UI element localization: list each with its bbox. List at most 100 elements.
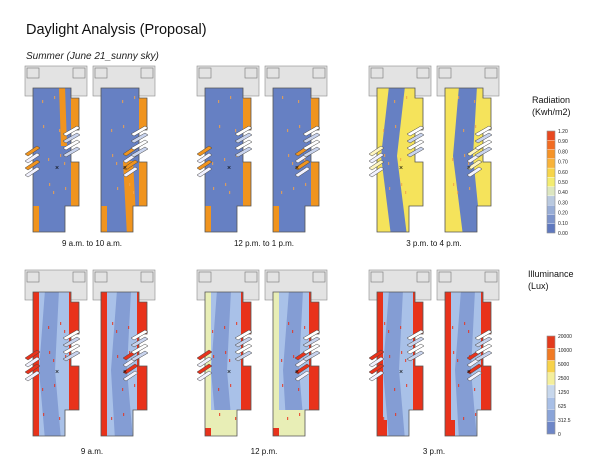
speckle — [304, 326, 306, 329]
speckle — [388, 162, 390, 165]
stair-step — [24, 370, 41, 382]
stair-step — [368, 349, 385, 361]
speckle — [282, 96, 284, 99]
context-room — [416, 67, 430, 79]
stair-stripes — [466, 125, 493, 178]
hotspot — [445, 420, 455, 436]
stair-step — [302, 336, 321, 348]
high-radiation-edge — [311, 88, 319, 232]
speckle — [401, 183, 403, 186]
legend-swatch — [546, 205, 556, 215]
plan-outline — [272, 291, 320, 437]
stair-step — [196, 145, 213, 157]
context-room — [484, 271, 498, 283]
center-marker: × — [55, 165, 59, 172]
floor-plan-panel: × — [368, 65, 432, 233]
speckle — [225, 351, 227, 354]
center-marker: × — [227, 369, 231, 376]
speckle — [457, 191, 459, 194]
speckle — [458, 96, 460, 99]
stair-step — [122, 363, 139, 375]
stair-step — [130, 329, 149, 341]
high-radiation-strip — [59, 88, 67, 146]
speckle — [225, 183, 227, 186]
low-illuminance-band — [39, 292, 61, 436]
speckle — [406, 96, 408, 99]
stair-step — [196, 159, 213, 171]
stair-step — [474, 350, 493, 362]
context-room — [94, 271, 108, 283]
floor-plan-panel: × — [436, 269, 500, 437]
speckle — [406, 384, 408, 387]
stair-step — [196, 363, 213, 375]
stair-step — [122, 370, 139, 382]
stair-step — [406, 132, 425, 144]
stair-step — [62, 336, 81, 348]
stair-step — [368, 159, 385, 171]
stair-stripes — [294, 329, 321, 382]
legend-swatch — [546, 348, 556, 361]
legend-swatch — [546, 421, 556, 435]
stair-step — [122, 159, 139, 171]
speckle — [288, 322, 290, 325]
speckle — [405, 191, 407, 194]
left-illuminance-edge — [377, 292, 383, 436]
speckle — [218, 388, 220, 391]
high-radiation-edge — [139, 88, 147, 232]
stair-step — [368, 152, 385, 164]
legend-swatch — [546, 177, 556, 187]
speckle — [48, 158, 50, 161]
stair-step — [130, 139, 149, 151]
legend-tick-label: 312.5 — [558, 418, 571, 424]
illuminance-scale-title: Illuminance (Lux) — [528, 268, 574, 292]
stair-step — [24, 356, 41, 368]
stair-step — [234, 139, 253, 151]
context-room — [198, 271, 212, 283]
speckle — [64, 330, 66, 333]
speckle — [395, 413, 397, 416]
stair-step — [62, 125, 81, 137]
speckle — [235, 417, 237, 420]
stair-step — [466, 166, 483, 178]
stair-step — [130, 132, 149, 144]
speckle — [49, 351, 51, 354]
stair-step — [130, 125, 149, 137]
analysis-fill — [377, 88, 423, 232]
stair-stripes — [466, 329, 493, 382]
speckle — [60, 154, 62, 157]
stair-step — [196, 166, 213, 178]
stair-step — [474, 329, 493, 341]
stair-step — [196, 152, 213, 164]
left-illuminance-edge — [273, 292, 279, 436]
speckle — [281, 359, 283, 362]
speckle — [64, 162, 66, 165]
speckle — [299, 125, 301, 128]
high-radiation-edge — [71, 88, 79, 232]
legend-swatch — [546, 140, 556, 150]
plan-outline — [32, 291, 80, 437]
speckle — [453, 351, 455, 354]
context-room — [438, 271, 452, 283]
speckle — [129, 183, 131, 186]
speckle — [219, 413, 221, 416]
legend-tick-label: 0.10 — [558, 221, 568, 227]
speckle — [218, 100, 220, 103]
legend-swatch — [546, 372, 556, 386]
floor-plan-panel: × — [92, 269, 156, 437]
legend-tick-label: 0.60 — [558, 170, 568, 176]
stair-step — [196, 349, 213, 361]
center-marker: × — [227, 165, 231, 172]
low-illuminance-band — [383, 292, 405, 436]
speckle — [112, 322, 114, 325]
stair-step — [302, 343, 321, 355]
illuminance-caption-1: 9 a.m. — [80, 447, 104, 456]
speckle — [134, 384, 136, 387]
stair-step — [24, 349, 41, 361]
legend-tick-label: 10000 — [558, 348, 572, 354]
speckle — [43, 125, 45, 128]
stair-step — [122, 166, 139, 178]
floor-plan-panel: × — [24, 269, 88, 437]
stair-step — [130, 350, 149, 362]
stair-step — [466, 370, 483, 382]
